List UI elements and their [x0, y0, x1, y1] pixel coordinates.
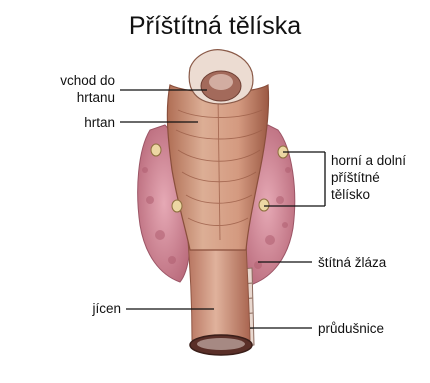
esophagus: [188, 240, 250, 340]
label-prudusnice: průdušnice: [318, 320, 384, 337]
label-horni-a-dolni: horní a dolní příštítné tělísko: [331, 152, 406, 203]
label-horni-line3: tělísko: [331, 186, 406, 203]
label-vchod-do-hrtanu: vchod do hrtanu: [20, 72, 115, 106]
label-jicen: jícen: [20, 300, 121, 317]
inlet-highlight: [209, 74, 233, 90]
label-hrtan: hrtan: [20, 114, 115, 131]
label-vchod-line2: hrtanu: [20, 89, 115, 106]
esophagus-lumen: [197, 338, 245, 350]
label-stitna-zlaza: štítná žláza: [318, 254, 386, 271]
label-horni-line2: příštítné: [331, 169, 406, 186]
label-vchod-line1: vchod do: [20, 72, 115, 89]
parathyroid-lower-left: [172, 200, 182, 212]
parathyroid-upper-left: [151, 144, 161, 156]
label-horni-line1: horní a dolní: [331, 152, 406, 169]
parathyroid-lower-right: [259, 199, 269, 211]
